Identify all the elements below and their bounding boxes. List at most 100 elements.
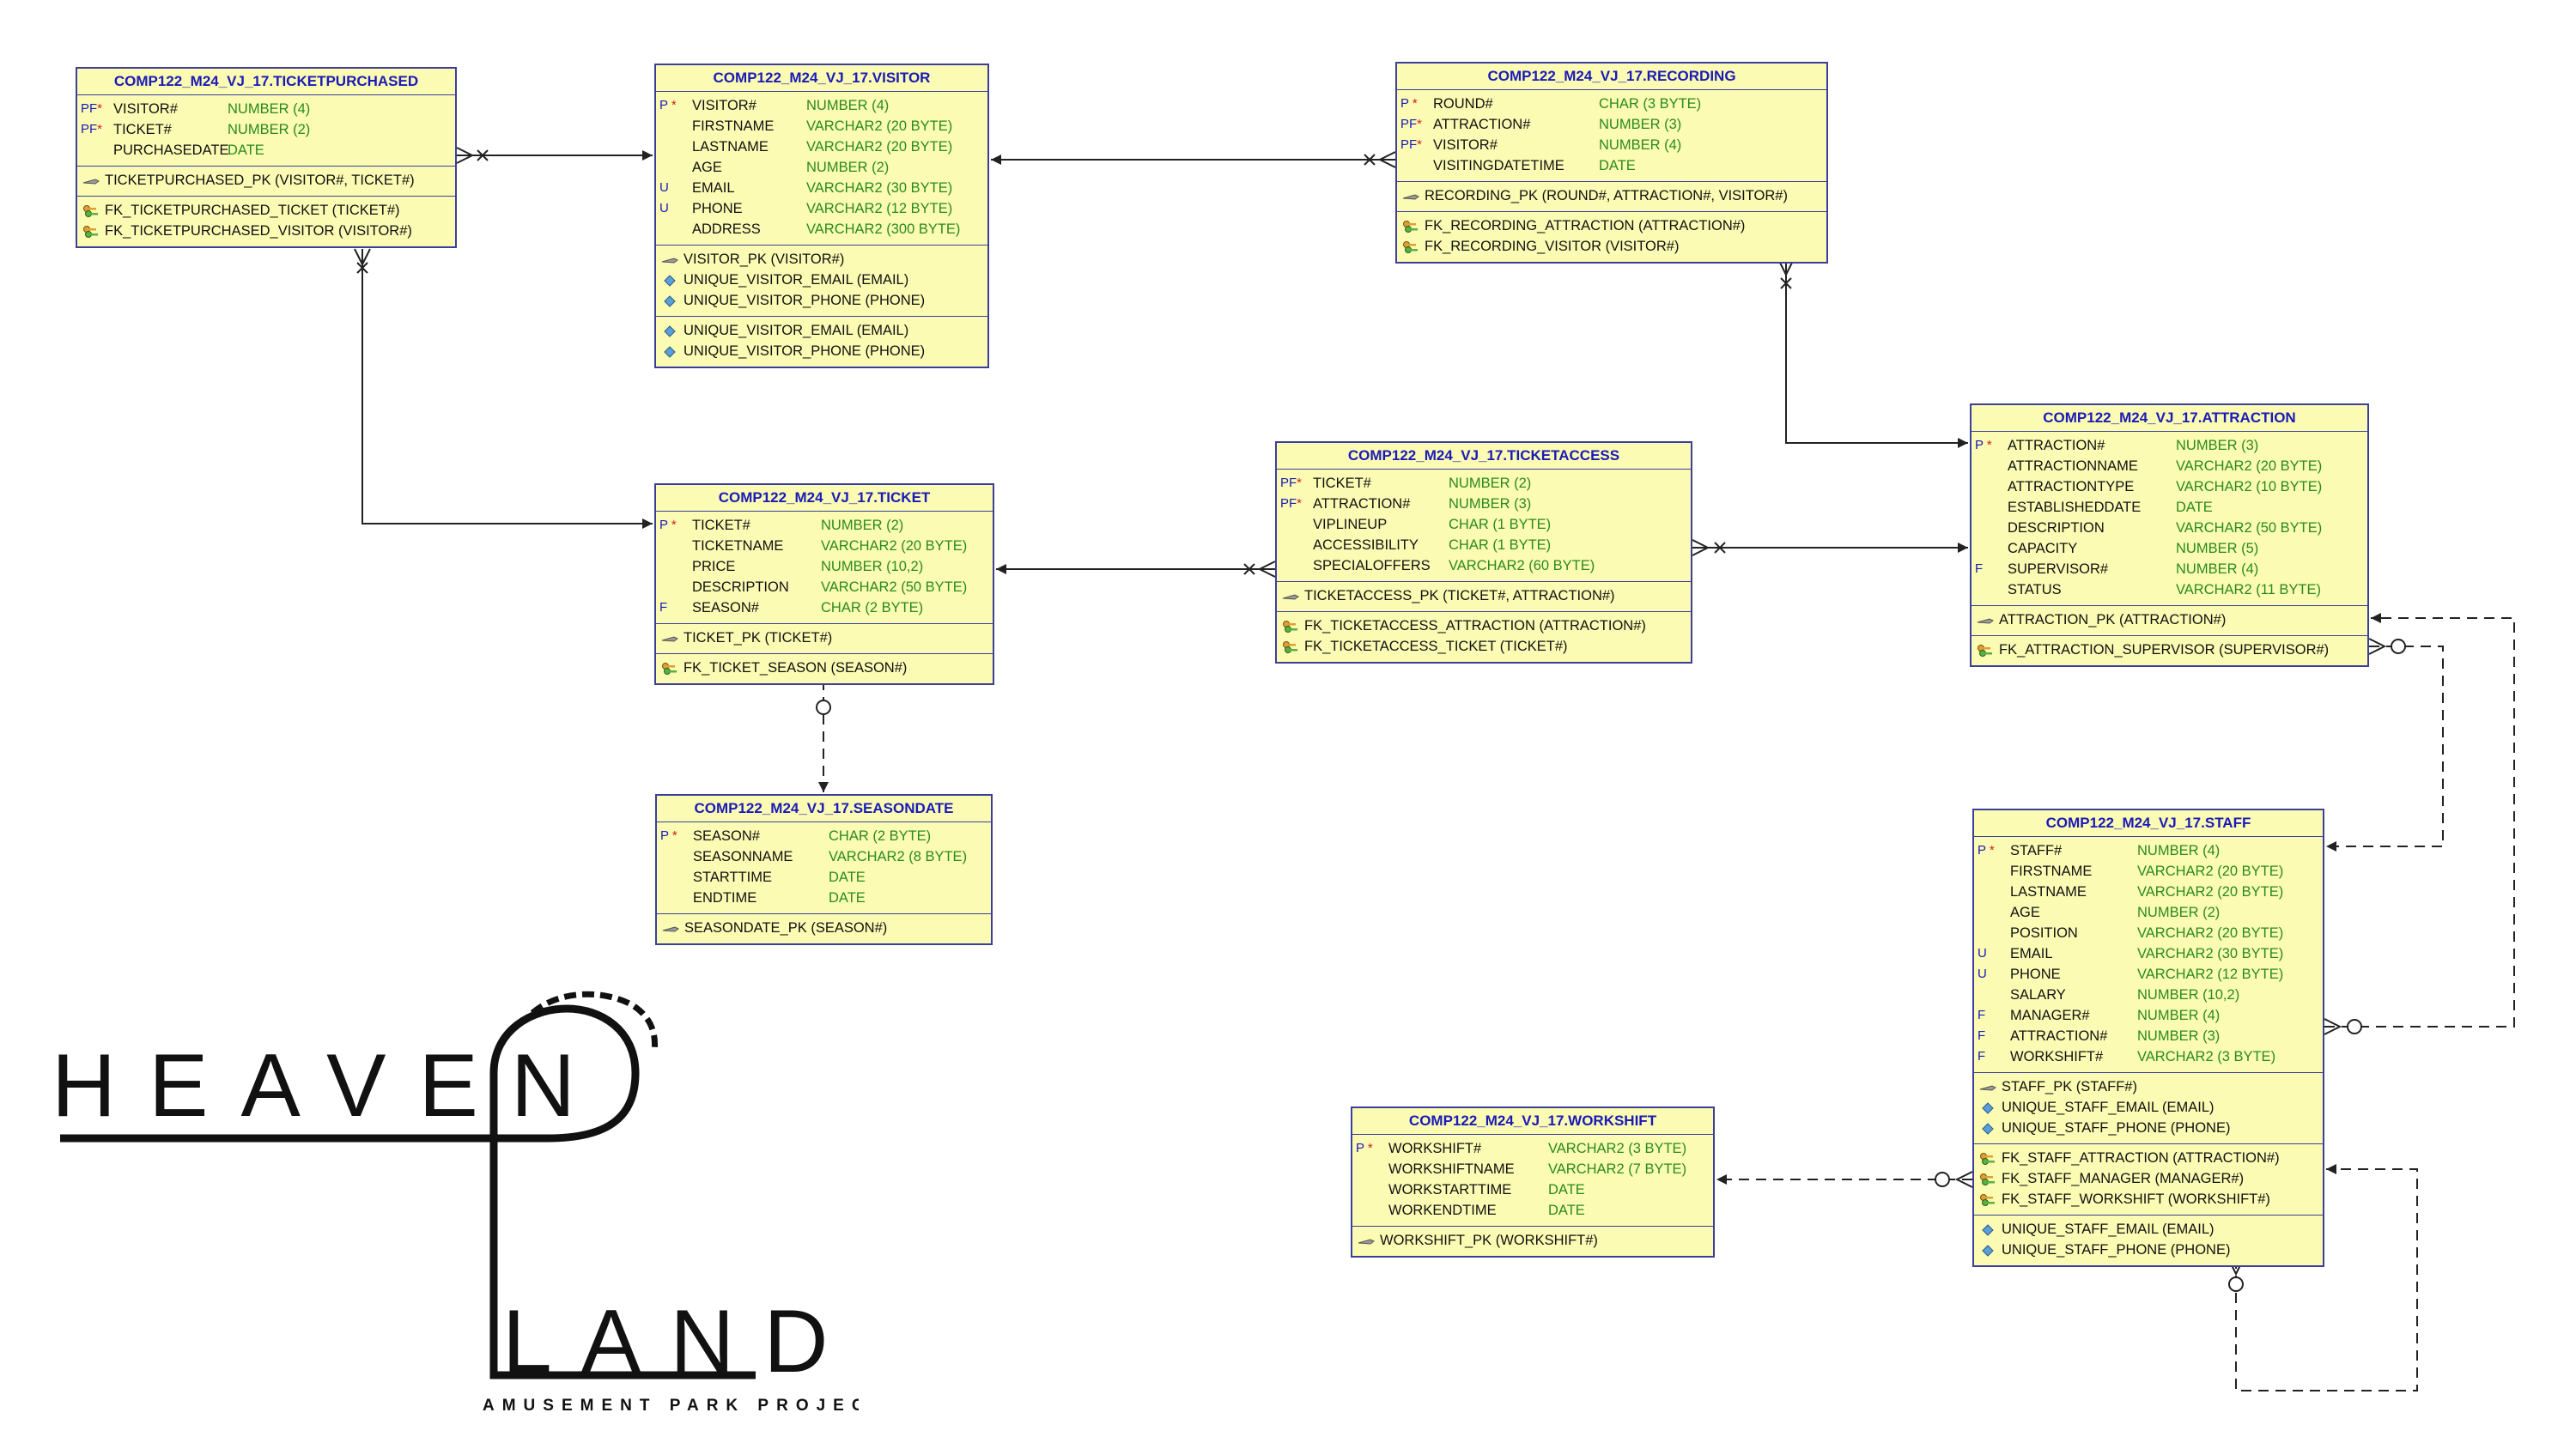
constraint-row[interactable]: FK_RECORDING_VISITOR (VISITOR#)	[1397, 236, 1826, 257]
constraint-row[interactable]: STAFF_PK (STAFF#)	[1974, 1076, 2323, 1097]
column-row[interactable]: PF*TICKET#NUMBER (2)	[1277, 473, 1691, 494]
fk-keys-icon	[1979, 1172, 1996, 1185]
column-row[interactable]: P *ATTRACTION#NUMBER (3)	[1971, 435, 2367, 456]
column-row[interactable]: P *VISITOR#NUMBER (4)	[656, 95, 987, 116]
column-list: PF*VISITOR#NUMBER (4)PF*TICKET#NUMBER (2…	[77, 95, 455, 166]
constraint-row[interactable]: FK_RECORDING_ATTRACTION (ATTRACTION#)	[1397, 215, 1826, 236]
column-row[interactable]: PF*VISITOR#NUMBER (4)	[1397, 135, 1826, 155]
constraint-row[interactable]: UNIQUE_STAFF_PHONE (PHONE)	[1974, 1240, 2323, 1260]
constraint-row[interactable]: FK_TICKETPURCHASED_VISITOR (VISITOR#)	[77, 221, 455, 241]
constraint-row[interactable]: UNIQUE_VISITOR_PHONE (PHONE)	[656, 290, 987, 311]
column-row[interactable]: PF*ATTRACTION#NUMBER (3)	[1397, 114, 1826, 135]
column-row[interactable]: P *WORKSHIFT#VARCHAR2 (3 BYTE)	[1352, 1138, 1713, 1159]
column-row[interactable]: P *TICKET#NUMBER (2)	[656, 515, 993, 536]
key-flag: P *	[1978, 843, 1995, 858]
constraint-label: TICKETACCESS_PK (TICKET#, ATTRACTION#)	[1304, 588, 1615, 603]
constraint-row[interactable]: UNIQUE_VISITOR_PHONE (PHONE)	[656, 341, 987, 361]
constraint-row[interactable]: FK_TICKET_SEASON (SEASON#)	[656, 658, 993, 678]
constraint-row[interactable]: UNIQUE_VISITOR_EMAIL (EMAIL)	[656, 320, 987, 341]
column-row[interactable]: PF*TICKET#NUMBER (2)	[77, 119, 455, 140]
arrowhead-mark	[1958, 438, 1968, 448]
constraint-row[interactable]: FK_STAFF_ATTRACTION (ATTRACTION#)	[1974, 1148, 2323, 1168]
fk-keys-icon	[1979, 1192, 1996, 1206]
constraint-row[interactable]: FK_ATTRACTION_SUPERVISOR (SUPERVISOR#)	[1971, 640, 2367, 660]
constraint-row[interactable]: FK_STAFF_MANAGER (MANAGER#)	[1974, 1168, 2323, 1189]
constraint-row[interactable]: FK_TICKETPURCHASED_TICKET (TICKET#)	[77, 200, 455, 221]
constraint-row[interactable]: WORKSHIFT_PK (WORKSHIFT#)	[1352, 1230, 1713, 1251]
constraint-row[interactable]: FK_STAFF_WORKSHIFT (WORKSHIFT#)	[1974, 1189, 2323, 1210]
constraint-row[interactable]: UNIQUE_STAFF_EMAIL (EMAIL)	[1974, 1219, 2323, 1240]
constraint-row[interactable]: ATTRACTION_PK (ATTRACTION#)	[1971, 609, 2367, 630]
constraint-row[interactable]: UNIQUE_VISITOR_EMAIL (EMAIL)	[656, 270, 987, 290]
pk-key-icon	[82, 173, 100, 187]
constraint-row[interactable]: TICKET_PK (TICKET#)	[656, 627, 993, 648]
column-row[interactable]: P *ROUND#CHAR (3 BYTE)	[1397, 94, 1826, 114]
column-row[interactable]: P *STAFF#NUMBER (4)	[1974, 840, 2323, 861]
constraint-row[interactable]: FK_TICKETACCESS_TICKET (TICKET#)	[1277, 636, 1691, 657]
column-row[interactable]: PF*VISITOR#NUMBER (4)	[77, 99, 455, 119]
constraint-label: FK_STAFF_MANAGER (MANAGER#)	[2002, 1171, 2245, 1186]
column-row[interactable]: PF*ATTRACTION#NUMBER (3)	[1277, 494, 1691, 514]
constraint-row[interactable]: UNIQUE_STAFF_EMAIL (EMAIL)	[1974, 1097, 2323, 1118]
constraint-row[interactable]: TICKETACCESS_PK (TICKET#, ATTRACTION#)	[1277, 585, 1691, 606]
constraint-row[interactable]: VISITOR_PK (VISITOR#)	[656, 249, 987, 270]
constraint-row[interactable]: SEASONDATE_PK (SEASON#)	[657, 918, 991, 938]
constraint-section: TICKETPURCHASED_PK (VISITOR#, TICKET#)	[77, 166, 455, 196]
constraint-label: FK_TICKETACCESS_ATTRACTION (ATTRACTION#)	[1304, 618, 1646, 634]
column-row[interactable]: P *SEASON#CHAR (2 BYTE)	[657, 826, 991, 846]
column-name: SEASON#	[692, 600, 759, 615]
constraint-row[interactable]: TICKETPURCHASED_PK (VISITOR#, TICKET#)	[77, 170, 455, 191]
constraint-row[interactable]: RECORDING_PK (ROUND#, ATTRACTION#, VISIT…	[1397, 185, 1826, 206]
constraint-row[interactable]: FK_TICKETACCESS_ATTRACTION (ATTRACTION#)	[1277, 615, 1691, 636]
arrowhead-mark	[642, 150, 653, 161]
constraint-row[interactable]: UNIQUE_STAFF_PHONE (PHONE)	[1974, 1118, 2323, 1138]
